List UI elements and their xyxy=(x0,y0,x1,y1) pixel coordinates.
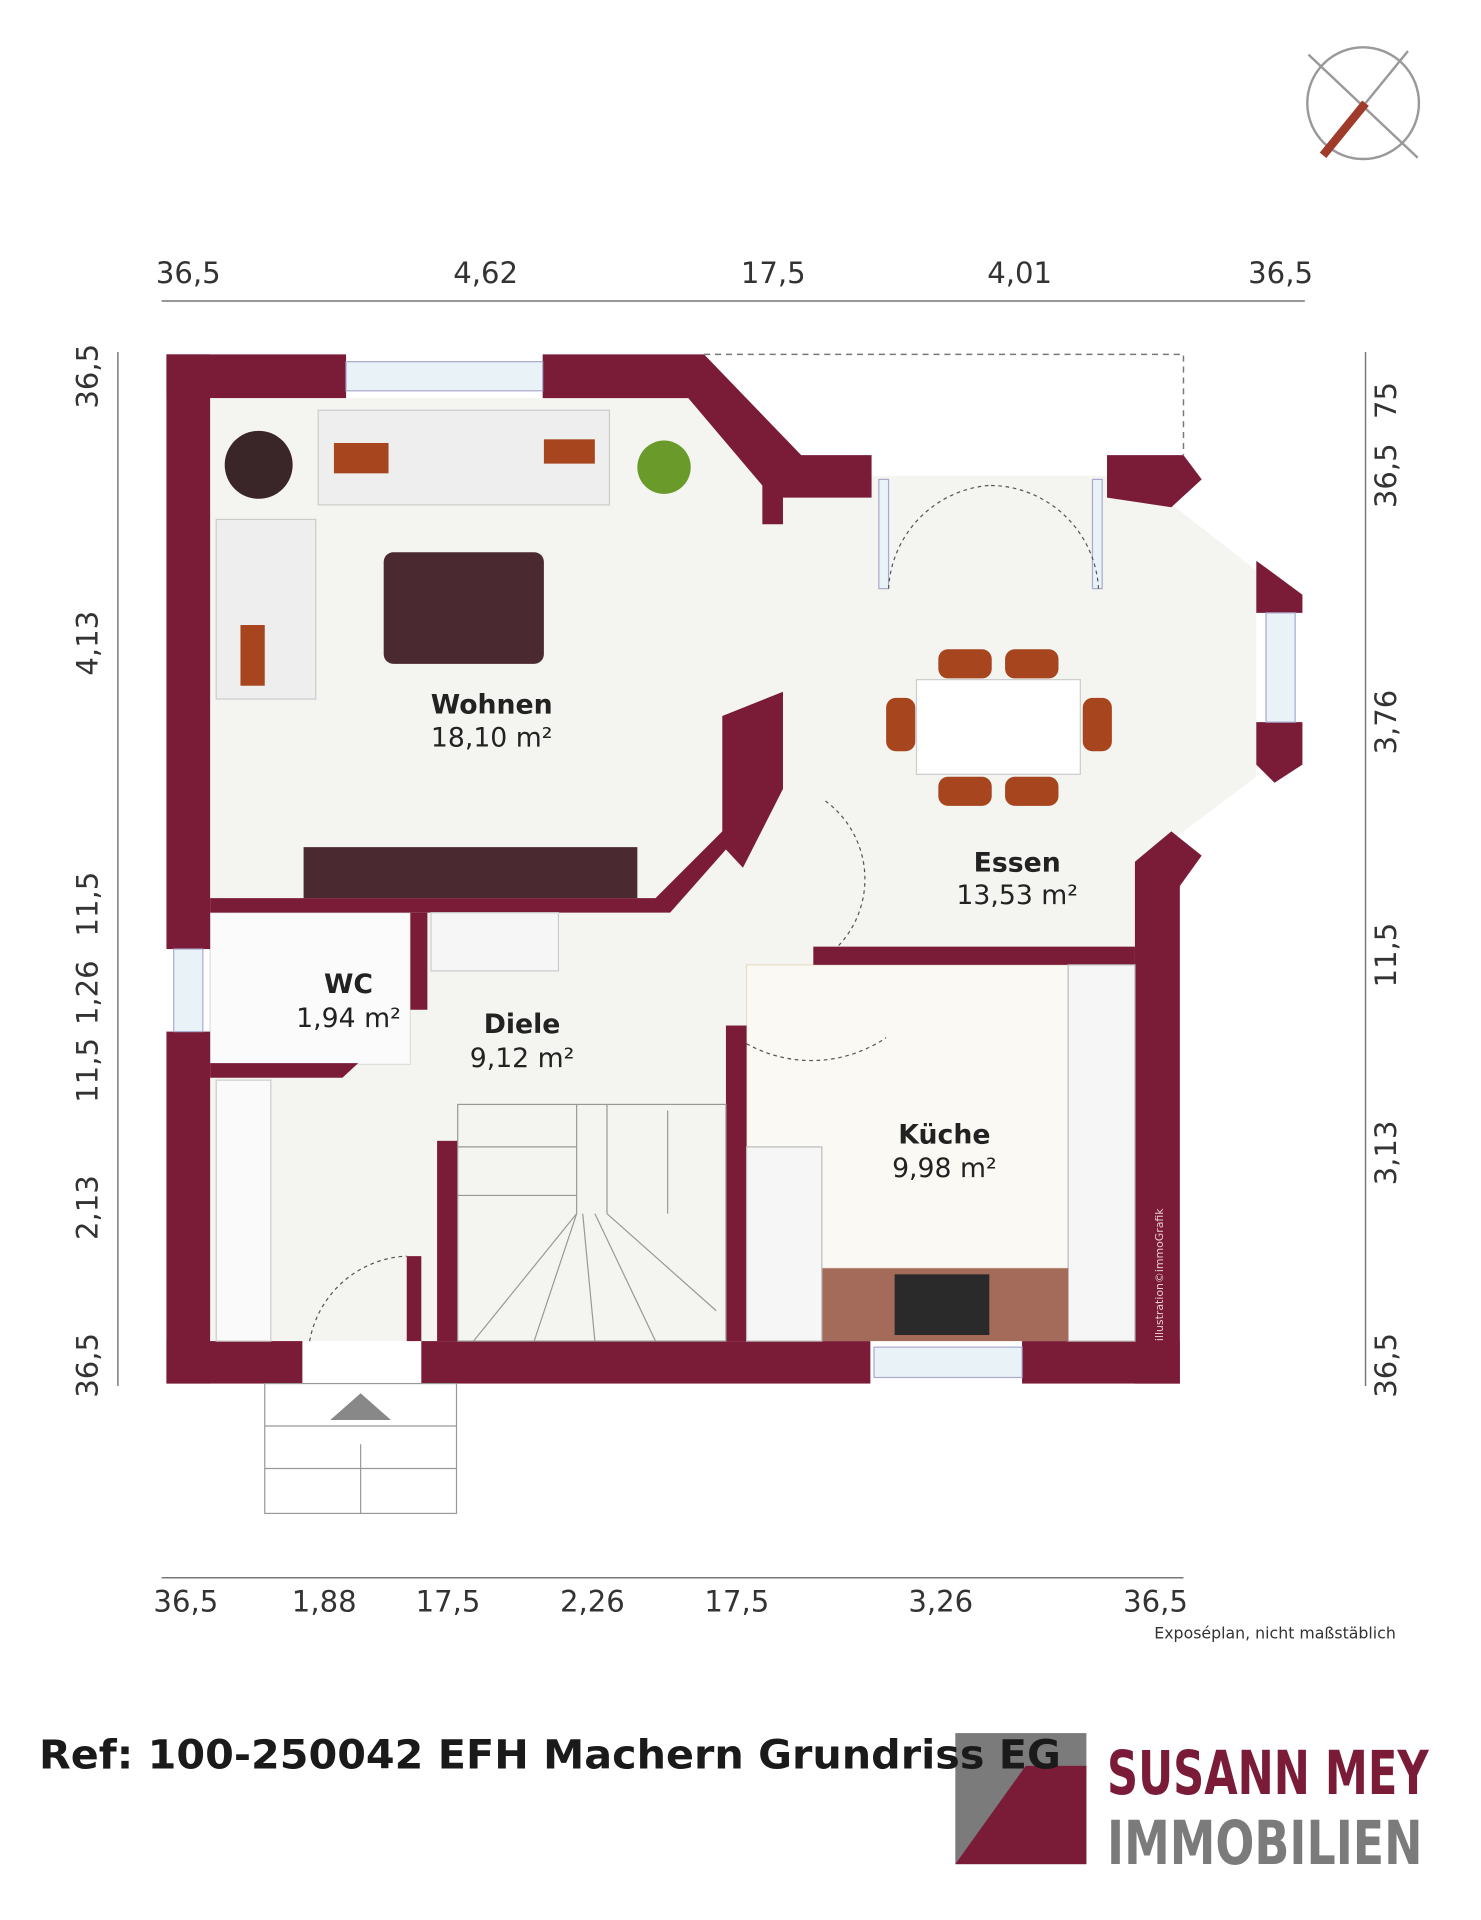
dim-bottom: 17,5 xyxy=(416,1585,481,1619)
room-name: Küche xyxy=(898,1119,990,1150)
dim-right: 3,13 xyxy=(1369,1121,1403,1186)
furniture xyxy=(215,409,1136,1342)
room-label-wc: WC 1,94 m² xyxy=(296,969,401,1034)
logo-line1: SUSANN MEY xyxy=(1107,1739,1429,1809)
dim-right: 75 xyxy=(1369,382,1403,419)
room-label-kueche: Küche 9,98 m² xyxy=(892,1119,997,1184)
room-area: 13,53 m² xyxy=(956,880,1078,911)
company-logo: SUSANN MEY IMMOBILIEN xyxy=(955,1733,1429,1879)
dim-right: 11,5 xyxy=(1369,923,1403,988)
room-area: 9,12 m² xyxy=(470,1043,575,1074)
walls xyxy=(166,354,1303,1384)
wc-floor xyxy=(209,912,411,1065)
dim-bottom: 2,26 xyxy=(560,1585,625,1619)
compass-icon xyxy=(1306,46,1421,161)
dim-right: 3,76 xyxy=(1369,690,1403,755)
dim-bottom: 1,88 xyxy=(292,1585,357,1619)
room-label-essen: Essen 13,53 m² xyxy=(956,847,1078,911)
dim-top: 4,62 xyxy=(453,256,518,290)
dim-left: 4,13 xyxy=(70,611,104,676)
dim-bottom: 17,5 xyxy=(704,1585,769,1619)
dim-top: 17,5 xyxy=(741,256,806,290)
dim-bottom: 36,5 xyxy=(153,1585,218,1619)
terrace-outline xyxy=(704,353,1185,456)
room-area: 9,98 m² xyxy=(892,1153,997,1184)
room-label-wohnen: Wohnen 18,10 m² xyxy=(431,690,553,754)
dim-left: 2,13 xyxy=(70,1175,104,1240)
illustration-credit: illustration©immoGrafik xyxy=(1153,1208,1166,1341)
entrance-steps xyxy=(264,1382,458,1515)
dim-top: 4,01 xyxy=(987,256,1052,290)
room-area: 18,10 m² xyxy=(431,722,553,753)
dim-top: 36,5 xyxy=(1248,256,1313,290)
windows xyxy=(173,361,1296,1379)
room-name: Wohnen xyxy=(431,690,553,721)
dim-bottom: 3,26 xyxy=(908,1585,973,1619)
logo-line2: IMMOBILIEN xyxy=(1107,1809,1423,1879)
dim-left: 11,5 xyxy=(70,1038,104,1103)
dim-right: 36,5 xyxy=(1369,443,1403,508)
dimension-lines xyxy=(117,300,1367,1579)
dim-right: 36,5 xyxy=(1369,1333,1403,1398)
dim-left: 36,5 xyxy=(70,344,104,409)
room-name: WC xyxy=(324,969,373,1000)
scale-note: Exposéplan, nicht maßstäblich xyxy=(1154,1623,1396,1642)
doors xyxy=(309,484,1100,1342)
room-area: 1,94 m² xyxy=(296,1003,401,1034)
dim-top: 36,5 xyxy=(156,256,221,290)
plan-title: Ref: 100-250042 EFH Machern Grundriss EG xyxy=(39,1732,1061,1778)
dim-left: 1,26 xyxy=(70,960,104,1025)
dim-left: 11,5 xyxy=(70,872,104,937)
staircase xyxy=(457,1103,727,1342)
dim-bottom: 36,5 xyxy=(1123,1585,1188,1619)
room-name: Diele xyxy=(484,1009,561,1040)
dim-left: 36,5 xyxy=(70,1333,104,1398)
room-name: Essen xyxy=(974,847,1061,878)
room-label-diele: Diele 9,12 m² xyxy=(470,1009,575,1074)
